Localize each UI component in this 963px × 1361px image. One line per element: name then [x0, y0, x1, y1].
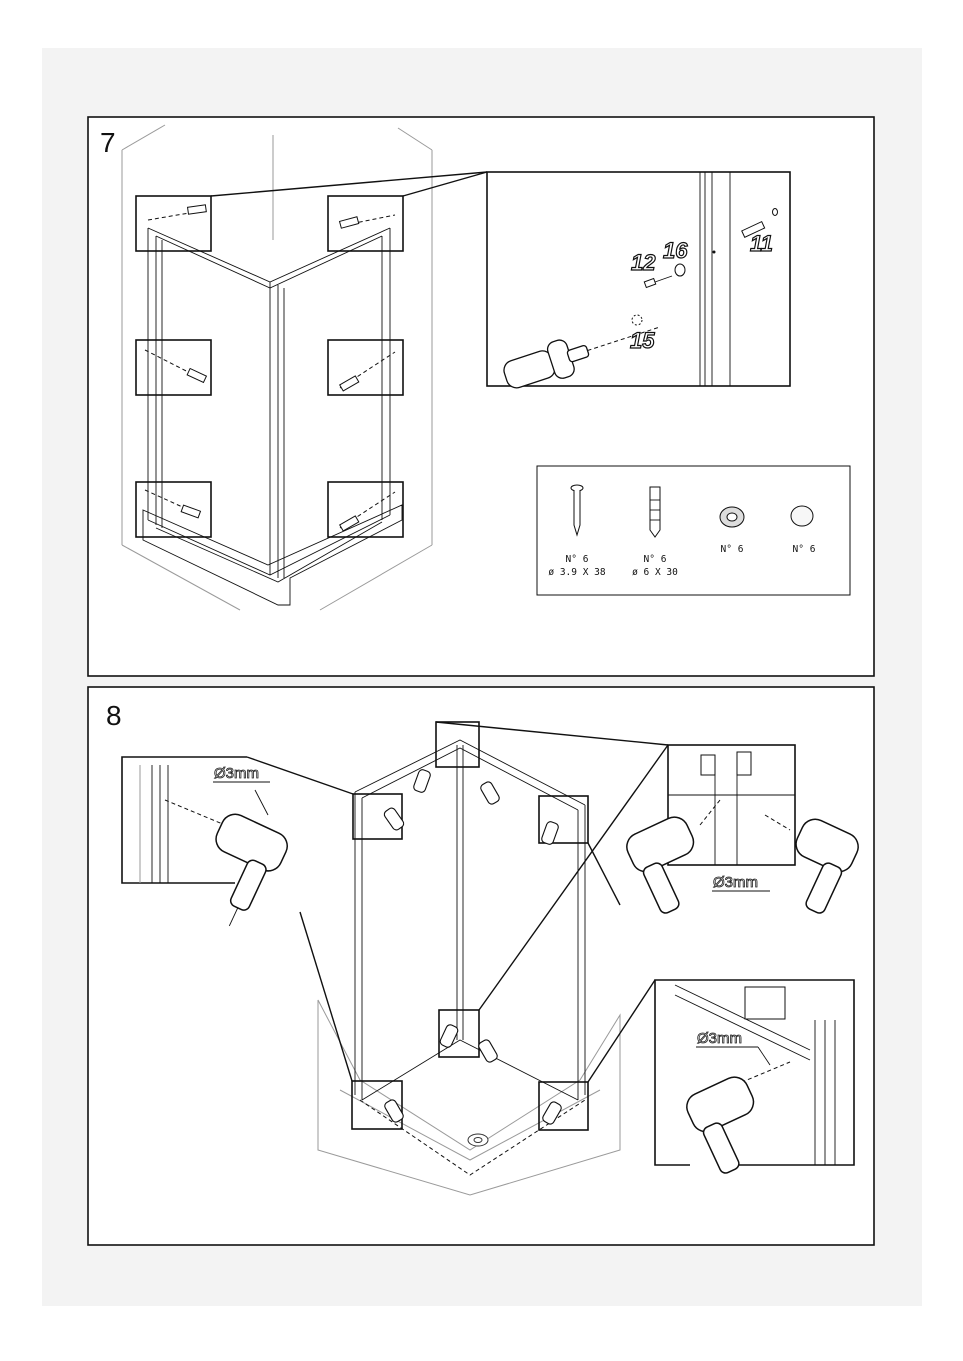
wall-plug-icon [650, 487, 660, 537]
drill-size-label-top-right: Ø3mm [713, 874, 758, 891]
part-1-size: ø 3.9 X 38 [548, 567, 605, 578]
callout-15: 15 [630, 328, 655, 353]
washer-icon [720, 507, 744, 527]
part-2-size: ø 6 X 30 [632, 567, 678, 578]
step-7-panel: 7 [88, 117, 874, 676]
screw-fixing-detail: 12 16 11 15 [487, 172, 790, 395]
callout-11: 11 [750, 231, 773, 256]
parts-list: N° 6 ø 3.9 X 38 N° 6 ø 6 X 30 N° 6 N° 6 [537, 466, 850, 595]
cap-icon [791, 506, 813, 526]
step-8-panel: 8 [88, 687, 874, 1245]
part-2-qty: N° 6 [644, 554, 667, 565]
part-1-qty: N° 6 [566, 554, 589, 565]
part-4-qty: N° 6 [793, 544, 816, 555]
drill-detail-bottom-right: Ø3mm [655, 980, 854, 1177]
drill-size-label-bottom-right: Ø3mm [697, 1030, 742, 1047]
step-8-number: 8 [106, 700, 122, 731]
callout-16: 16 [663, 238, 688, 263]
part-3-qty: N° 6 [721, 544, 744, 555]
callout-12: 12 [631, 250, 656, 275]
cap-icon [632, 315, 642, 325]
step-7-number: 7 [100, 127, 116, 158]
drill-size-label-left: Ø3mm [214, 765, 259, 782]
washer-icon [675, 264, 685, 276]
